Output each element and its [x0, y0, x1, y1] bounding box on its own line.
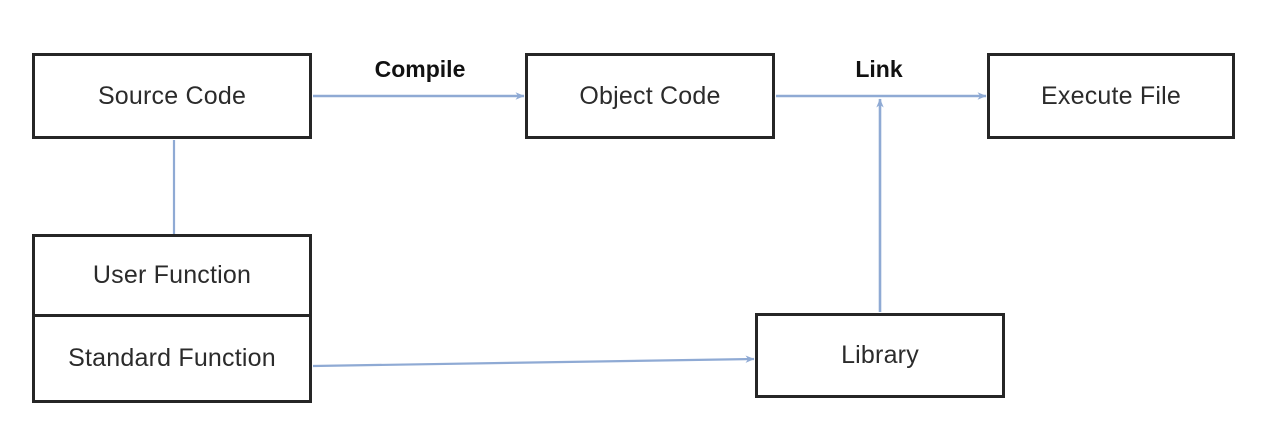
node-library[interactable]: Library: [755, 313, 1005, 398]
node-execute-file-label: Execute File: [1041, 81, 1181, 110]
node-library-label: Library: [841, 341, 919, 369]
node-user-function-label: User Function: [92, 261, 252, 289]
node-standard-function[interactable]: Standard Function: [32, 317, 312, 403]
node-user-function[interactable]: User Function: [32, 234, 312, 317]
node-object-code-label: Object Code: [579, 81, 721, 110]
edge-label-link: Link: [855, 56, 903, 82]
node-source-code[interactable]: Source Code: [32, 53, 312, 139]
node-standard-function-label: Standard Function: [68, 344, 276, 372]
node-object-code[interactable]: Object Code: [525, 53, 775, 139]
edge-label-compile: Compile: [374, 56, 466, 82]
node-execute-file[interactable]: Execute File: [987, 53, 1235, 139]
node-source-code-label: Source Code: [97, 81, 247, 110]
edge-standard-to-library: [312, 355, 755, 368]
